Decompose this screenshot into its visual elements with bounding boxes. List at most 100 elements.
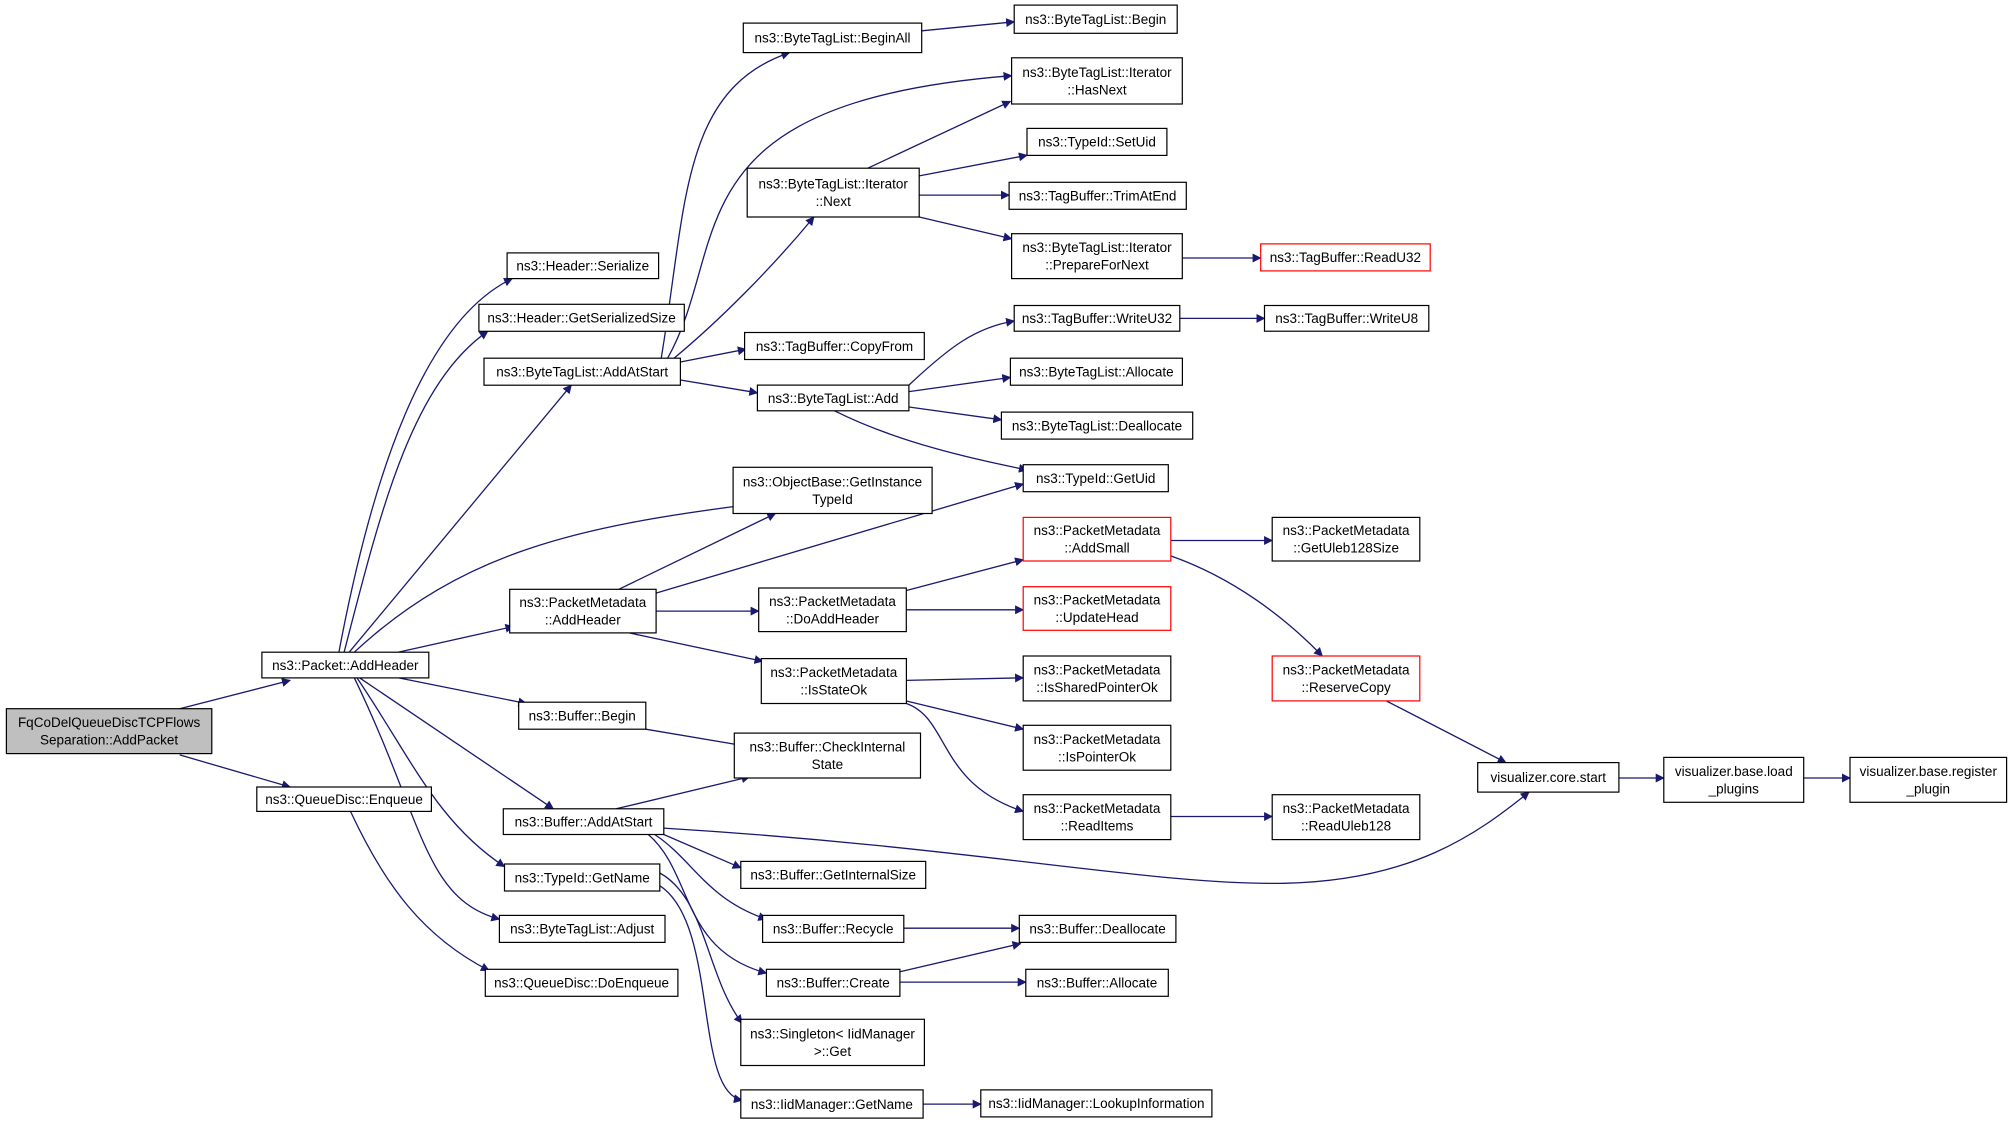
node-tb_writeu32[interactable]: ns3::TagBuffer::WriteU32 <box>1013 304 1181 332</box>
edge-addheader-to-tid_getname <box>356 677 506 868</box>
node-buf_addatstart[interactable]: ns3::Buffer::AddAtStart <box>502 808 665 836</box>
node-pm_readuleb[interactable]: ns3::PacketMetadata::ReadUleb128 <box>1271 794 1421 841</box>
node-box <box>1010 233 1183 280</box>
node-pm_doaddheader[interactable]: ns3::PacketMetadata::DoAddHeader <box>758 587 907 633</box>
node-label-line: ns3::PacketMetadata <box>1034 801 1161 816</box>
node-iid_lookupinfo[interactable]: ns3::IidManager::LookupInformation <box>980 1089 1213 1118</box>
node-btli_preparefornext[interactable]: ns3::ByteTagList::Iterator::PrepareForNe… <box>1010 233 1183 280</box>
node-label-line: ::UpdateHead <box>1055 610 1138 625</box>
node-label-line: ::ReserveCopy <box>1301 680 1391 695</box>
node-label-line: ns3::PacketMetadata <box>1034 663 1161 678</box>
node-box <box>760 657 907 705</box>
node-box <box>261 651 430 679</box>
node-label-line: ::HasNext <box>1067 82 1127 97</box>
edge-btl_addatstart-to-btl_add <box>680 379 759 396</box>
node-btl_deallocate[interactable]: ns3::ByteTagList::Deallocate <box>1000 411 1194 440</box>
edge-pm_addheader-to-pm_isstateok <box>628 632 764 664</box>
node-label-line: ::DoAddHeader <box>786 611 880 626</box>
edge-buf_begin-to-buf_checkinternal <box>645 728 746 749</box>
node-enqueue[interactable]: ns3::QueueDisc::Enqueue <box>256 786 432 812</box>
node-buf_create[interactable]: ns3::Buffer::Create <box>765 968 901 997</box>
node-btl_beginall[interactable]: ns3::ByteTagList::BeginAll <box>742 22 923 54</box>
node-addheader[interactable]: ns3::Packet::AddHeader <box>261 651 430 679</box>
node-vis_register_plugin[interactable]: visualizer.base.register_plugin <box>1849 756 2008 803</box>
node-tb_trimatend[interactable]: ns3::TagBuffer::TrimAtEnd <box>1008 181 1187 210</box>
node-pm_addheader[interactable]: ns3::PacketMetadata::AddHeader <box>509 588 657 634</box>
node-label-line: ns3::PacketMetadata <box>519 595 646 610</box>
node-label-line: _plugins <box>1708 782 1760 797</box>
node-label-line: ns3::TypeId::GetUid <box>1036 471 1155 486</box>
node-label-line: ns3::ByteTagList::Add <box>768 391 899 406</box>
node-box <box>980 1089 1213 1118</box>
node-btli_hasnext[interactable]: ns3::ByteTagList::Iterator::HasNext <box>1010 57 1183 105</box>
node-buf_begin[interactable]: ns3::Buffer::Begin <box>518 701 647 730</box>
node-btl_adjust[interactable]: ns3::ByteTagList::Adjust <box>498 914 666 944</box>
node-label-line: ns3::TypeId::GetName <box>515 870 650 885</box>
node-label-line: State <box>812 757 844 772</box>
node-root[interactable]: FqCoDelQueueDiscTCPFlowsSeparation::AddP… <box>5 708 213 755</box>
node-buf_recycle[interactable]: ns3::Buffer::Recycle <box>761 914 905 944</box>
node-pm_addsmall[interactable]: ns3::PacketMetadata::AddSmall <box>1022 516 1172 562</box>
node-label-line: ns3::Header::GetSerializedSize <box>487 311 675 326</box>
call-edges <box>179 18 1851 1109</box>
node-btl_addatstart[interactable]: ns3::ByteTagList::AddAtStart <box>483 357 681 386</box>
node-pm_isstateok[interactable]: ns3::PacketMetadata::IsStateOk <box>760 657 907 705</box>
node-box <box>1022 586 1172 631</box>
node-pm_issharedptrok[interactable]: ns3::PacketMetadata::IsSharedPointerOk <box>1022 655 1172 702</box>
node-label-line: visualizer.core.start <box>1491 770 1607 785</box>
node-btl_begin[interactable]: ns3::ByteTagList::Begin <box>1013 4 1178 34</box>
node-label-line: ns3::PacketMetadata <box>770 665 897 680</box>
edge-addheader-to-hdrser <box>338 278 514 653</box>
node-buf_deallocate[interactable]: ns3::Buffer::Deallocate <box>1018 914 1177 944</box>
node-pm_reservecopy[interactable]: ns3::PacketMetadata::ReserveCopy <box>1271 655 1421 702</box>
node-label-line: ::ReadItems <box>1061 819 1134 834</box>
node-buf_allocate[interactable]: ns3::Buffer::Allocate <box>1025 968 1169 997</box>
node-label-line: ns3::IidManager::LookupInformation <box>988 1096 1204 1111</box>
node-box <box>502 808 665 836</box>
node-singleton_get[interactable]: ns3::Singleton< IidManager>::Get <box>740 1018 925 1067</box>
edge-btl_add-to-tid_getuid <box>834 410 1028 473</box>
node-label-line: ns3::TagBuffer::ReadU32 <box>1270 250 1421 265</box>
node-tid_getname[interactable]: ns3::TypeId::GetName <box>503 863 661 892</box>
node-box <box>1022 464 1169 493</box>
node-box <box>518 701 647 730</box>
node-box <box>1000 411 1194 440</box>
node-btl_add[interactable]: ns3::ByteTagList::Add <box>756 384 910 412</box>
node-tb_copyfrom[interactable]: ns3::TagBuffer::CopyFrom <box>743 331 925 361</box>
node-box <box>732 466 933 515</box>
node-btli_next[interactable]: ns3::ByteTagList::Iterator::Next <box>746 167 920 218</box>
edge-btl_add-to-btl_deallocate <box>908 406 1003 424</box>
node-box <box>1263 304 1430 332</box>
node-pm_isptrok[interactable]: ns3::PacketMetadata::IsPointerOk <box>1022 724 1172 771</box>
node-box <box>743 331 925 361</box>
node-tid_getuid[interactable]: ns3::TypeId::GetUid <box>1022 464 1169 493</box>
edge-btl_add-to-btl_allocate <box>908 374 1012 393</box>
node-btl_allocate[interactable]: ns3::ByteTagList::Allocate <box>1009 357 1184 386</box>
node-pm_getuleb[interactable]: ns3::PacketMetadata::GetUleb128Size <box>1271 516 1421 562</box>
node-vis_core_start[interactable]: visualizer.core.start <box>1477 761 1620 793</box>
node-label-line: ns3::PacketMetadata <box>1034 593 1161 608</box>
node-iid_getname[interactable]: ns3::IidManager::GetName <box>740 1089 924 1119</box>
node-box <box>1013 4 1178 34</box>
node-box <box>1271 516 1421 562</box>
node-tb_readu32[interactable]: ns3::TagBuffer::ReadU32 <box>1260 243 1431 272</box>
node-tb_writeu8[interactable]: ns3::TagBuffer::WriteU8 <box>1263 304 1430 332</box>
node-hdrsize[interactable]: ns3::Header::GetSerializedSize <box>478 303 685 332</box>
node-label-line: ::IsPointerOk <box>1058 749 1136 764</box>
node-vis_load_plugins[interactable]: visualizer.base.load_plugins <box>1663 756 1805 803</box>
node-box <box>1260 243 1431 272</box>
node-tid_setuid[interactable]: ns3::TypeId::SetUid <box>1026 127 1168 156</box>
node-label-line: ::IsSharedPointerOk <box>1036 680 1158 695</box>
node-label-line: ns3::Buffer::GetInternalSize <box>750 868 916 883</box>
node-box <box>733 732 922 779</box>
edge-addheader-to-btl_adjust <box>353 677 501 922</box>
node-box <box>761 914 905 944</box>
node-qd_doenqueue[interactable]: ns3::QueueDisc::DoEnqueue <box>484 968 679 997</box>
node-hdrser[interactable]: ns3::Header::Serialize <box>506 252 660 280</box>
edge-buf_addatstart-to-buf_checkinternal <box>616 774 751 810</box>
node-pm_readitems[interactable]: ns3::PacketMetadata::ReadItems <box>1022 794 1172 841</box>
node-buf_getinternalsize[interactable]: ns3::Buffer::GetInternalSize <box>740 860 927 890</box>
node-pm_updatehead[interactable]: ns3::PacketMetadata::UpdateHead <box>1022 586 1172 631</box>
